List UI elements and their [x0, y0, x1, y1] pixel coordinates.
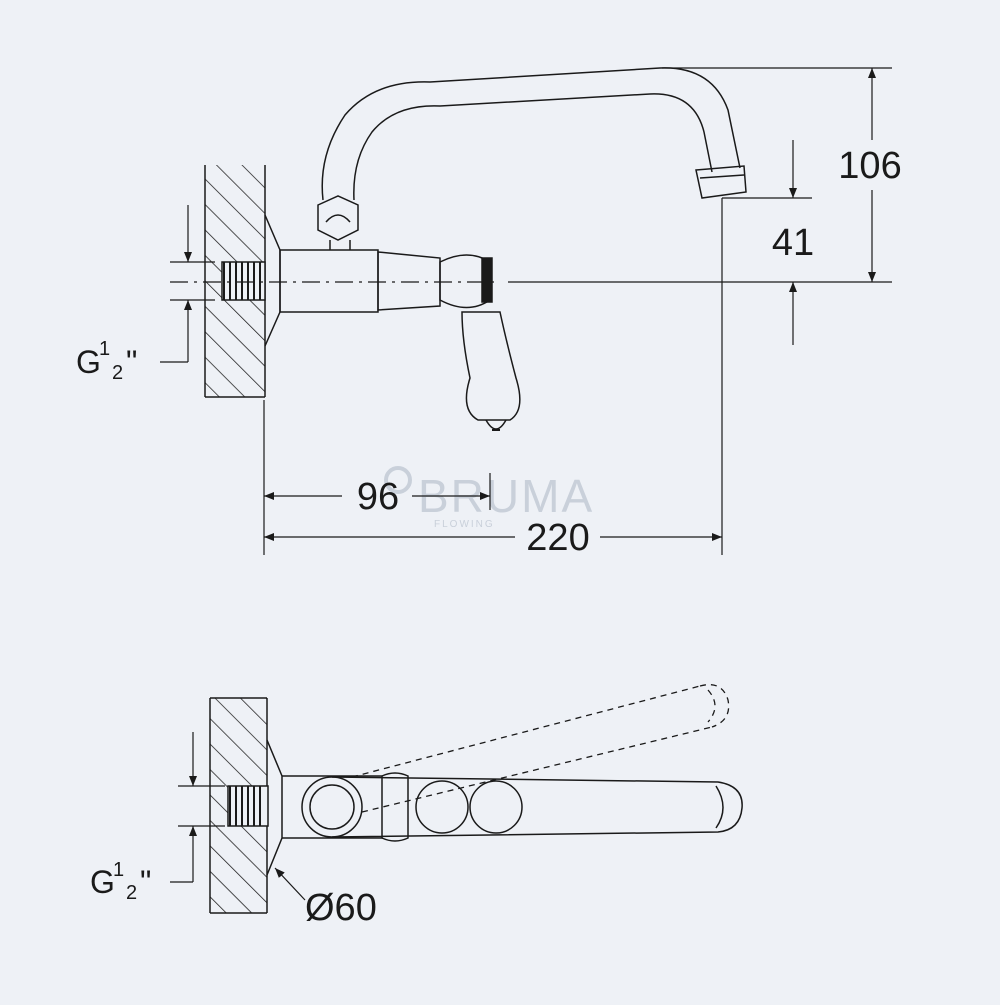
- thread-label-top: G 1 2 ": [76, 338, 137, 384]
- threaded-inlet-plan: [227, 785, 269, 827]
- lever-handle: [461, 311, 521, 421]
- thread-denominator: 2: [112, 362, 123, 384]
- dim-220-label: 220: [526, 517, 589, 559]
- spout-outer: [321, 67, 741, 201]
- watermark-tagline: FLOWING: [434, 519, 495, 530]
- wall-flange-plan: [266, 739, 283, 876]
- spout-swivel-position: [351, 683, 730, 813]
- valve-body: [279, 249, 379, 313]
- valve-bonnet: [377, 251, 441, 311]
- flange-diameter-label: Ø60: [305, 887, 377, 929]
- swivel-nut: [317, 195, 359, 241]
- dim-106-label: 106: [838, 145, 901, 187]
- aerator: [695, 165, 747, 199]
- dim-41-label: 41: [772, 222, 814, 264]
- threaded-inlet: [221, 261, 266, 301]
- lever-handle-tip: [485, 419, 507, 430]
- diameter-leader: [274, 867, 306, 901]
- thread-dimension-bottom: [170, 732, 225, 883]
- bottom-view: [170, 683, 743, 914]
- swivel-ring: [301, 776, 363, 838]
- thread-letter: G: [90, 864, 115, 900]
- thread-dimension-top: [160, 205, 215, 363]
- valve-body-plan: [282, 775, 383, 839]
- thread-label-bottom: G 1 2 ": [90, 859, 151, 904]
- thread-letter: G: [76, 344, 101, 380]
- thread-unit: ": [126, 344, 137, 380]
- thread-denominator: 2: [126, 882, 137, 904]
- top-view: [160, 67, 892, 555]
- dim-96-label: 96: [357, 476, 399, 518]
- logo-ring-icon: [384, 466, 412, 494]
- thread-numerator: 1: [113, 859, 124, 881]
- wall-flange: [264, 214, 281, 347]
- spout-plan: [331, 776, 743, 838]
- cap-ring: [481, 257, 493, 303]
- spout-inner: [353, 93, 713, 201]
- thread-numerator: 1: [99, 338, 110, 360]
- thread-unit: ": [140, 864, 151, 900]
